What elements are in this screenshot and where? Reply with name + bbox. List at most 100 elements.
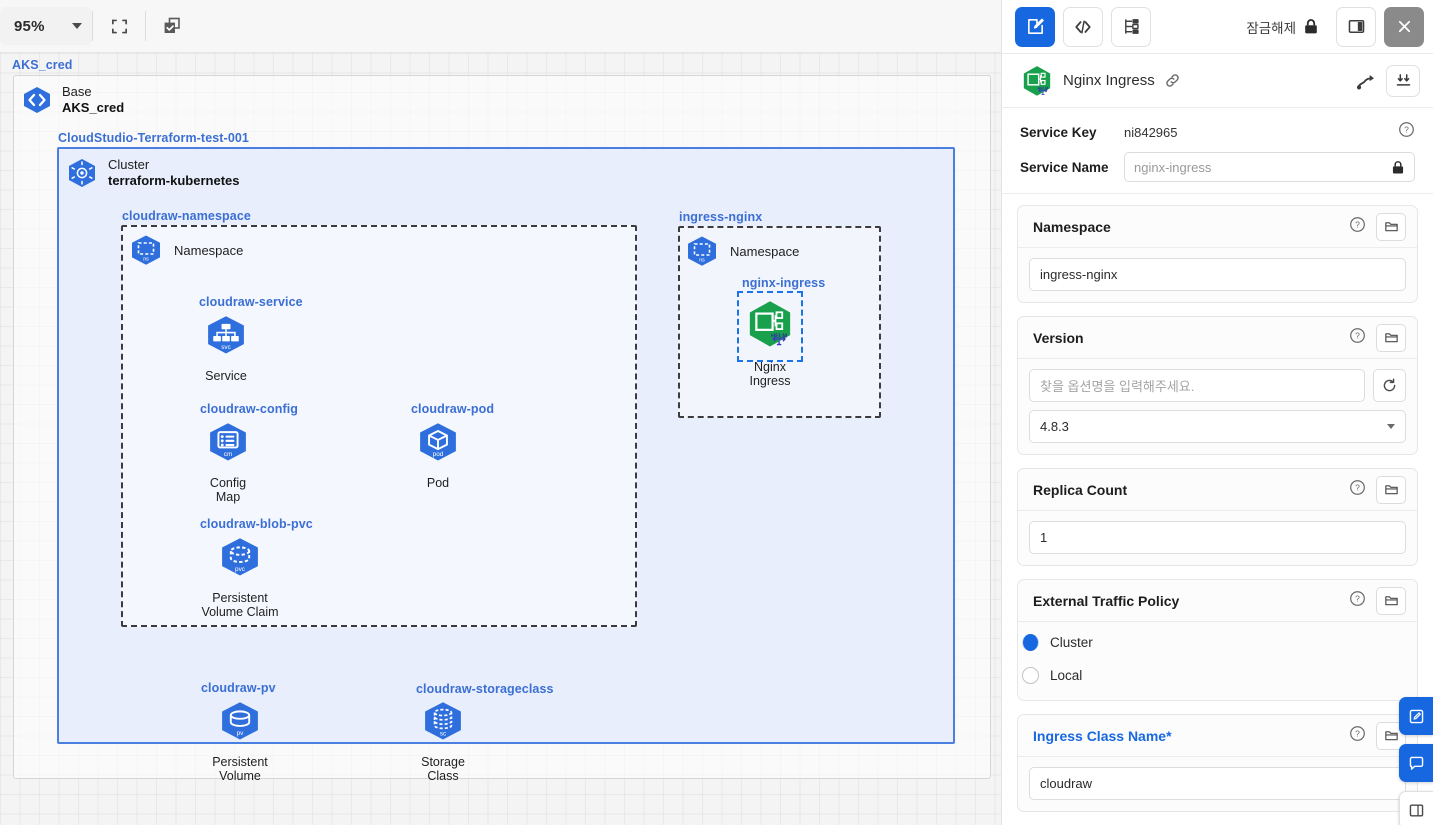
base-node-text: Base AKS_cred	[62, 84, 124, 116]
k8s-configmap-icon: cm	[210, 423, 246, 461]
group-label-cloudraw-pod: cloudraw-pod	[411, 402, 495, 416]
version-search-input[interactable]: 찾을 옵션명을 입력해주세요.	[1029, 369, 1365, 402]
cluster-node[interactable]: Cluster terraform-kubernetes	[66, 157, 240, 189]
svg-text:pvc: pvc	[235, 566, 246, 573]
node-namespace-right[interactable]: ns Namespace	[684, 234, 799, 270]
help-circle-icon[interactable]: ?	[1349, 216, 1366, 238]
close-icon	[1398, 20, 1410, 33]
field-body-version: 찾을 옵션명을 입력해주세요. 4.8.3	[1018, 359, 1417, 454]
field-card-replica-count: Replica Count ? 1	[1017, 468, 1418, 566]
node-storageclass[interactable]: sc Storage Class	[415, 699, 471, 783]
field-card-version: Version ? 찾을 옵션명을 입력해주세요.	[1017, 316, 1418, 455]
version-selected-value: 4.8.3	[1040, 419, 1069, 434]
node-service-icon-wrap: svc	[203, 313, 249, 364]
node-pv-icon-wrap: pv	[217, 699, 263, 750]
k8s-namespace-icon: ns	[688, 236, 716, 266]
radio-local-indicator	[1022, 667, 1039, 684]
radio-cluster-label: Cluster	[1050, 635, 1093, 650]
node-pv[interactable]: pv Persistent Volume	[200, 699, 280, 783]
hierarchy-icon	[1124, 19, 1139, 34]
service-key-help-icon[interactable]: ?	[1398, 121, 1415, 143]
svg-text:ns: ns	[143, 257, 149, 263]
node-pv-label: Persistent Volume	[212, 755, 268, 783]
group-label-cloudraw-config: cloudraw-config	[200, 402, 299, 416]
node-namespace-left[interactable]: ns Namespace	[128, 233, 243, 269]
select-all-button[interactable]	[146, 0, 198, 52]
node-service[interactable]: svc Service	[198, 313, 254, 384]
link-icon[interactable]	[1164, 72, 1181, 89]
k8s-pv-icon: pv	[222, 702, 258, 740]
field-card-external-traffic-policy: External Traffic Policy ? Cluster	[1017, 579, 1418, 701]
folder-open-icon[interactable]	[1376, 586, 1406, 615]
refresh-icon[interactable]	[1373, 369, 1406, 402]
service-name-input[interactable]: nginx-ingress	[1124, 152, 1415, 182]
base-node-type: Base	[62, 84, 92, 99]
field-header-replica-count: Replica Count ?	[1018, 469, 1417, 511]
help-circle-icon[interactable]: ?	[1349, 327, 1366, 349]
group-label-cloudraw-pv: cloudraw-pv	[201, 681, 276, 695]
svg-text:cm: cm	[224, 451, 233, 458]
lock-icon	[1392, 160, 1404, 174]
quick-more-button[interactable]	[1399, 791, 1433, 825]
unlock-button[interactable]: 잠금해제	[1246, 17, 1328, 37]
cloudraw-namespace-box[interactable]	[121, 225, 637, 627]
version-select[interactable]: 4.8.3	[1029, 410, 1406, 443]
close-panel-button[interactable]	[1384, 6, 1424, 47]
radio-option-local[interactable]: Local	[1022, 659, 1406, 692]
canvas-toolbar: 95%	[0, 0, 1001, 53]
field-header-ingress-class-name: Ingress Class Name* ?	[1018, 715, 1417, 757]
edge-quick-buttons	[1399, 697, 1433, 825]
tab-code-view[interactable]	[1063, 6, 1103, 47]
tab-form-editor[interactable]	[1015, 6, 1055, 47]
node-pod-icon-wrap: pod	[415, 420, 461, 471]
field-label-namespace: Namespace	[1033, 218, 1111, 235]
svg-text:?: ?	[1355, 482, 1360, 492]
fields-scroll-area[interactable]: Namespace ? ingress-nginx Version	[1002, 194, 1433, 825]
base-node[interactable]: Base AKS_cred	[22, 84, 124, 116]
node-pod-label: Pod	[426, 476, 450, 490]
folder-open-icon[interactable]	[1376, 212, 1406, 241]
node-nginx-ingress[interactable]: HELM Nginx Ingress	[737, 291, 803, 388]
field-label-version: Version	[1033, 329, 1084, 346]
help-circle-icon[interactable]: ?	[1349, 590, 1366, 612]
download-all-icon	[1396, 74, 1410, 86]
help-circle-icon[interactable]: ?	[1349, 479, 1366, 501]
zoom-level-value: 95%	[14, 17, 45, 35]
unlock-label: 잠금해제	[1246, 20, 1296, 36]
zoom-level-select[interactable]: 95%	[0, 7, 92, 45]
quick-comment-button[interactable]	[1399, 744, 1433, 782]
panel-icon	[1409, 804, 1424, 816]
svg-text:?: ?	[1355, 219, 1360, 229]
connector-path-icon[interactable]	[1355, 70, 1377, 92]
ingress-class-name-input[interactable]: cloudraw	[1029, 767, 1406, 800]
field-body-ingress-class-name: cloudraw	[1018, 757, 1417, 811]
helm-chart-icon: HELM	[1023, 65, 1051, 96]
namespace-input[interactable]: ingress-nginx	[1029, 258, 1406, 291]
service-name-placeholder: nginx-ingress	[1134, 159, 1212, 175]
group-label-base: AKS_cred	[12, 58, 73, 72]
kubernetes-helm-icon	[69, 159, 95, 187]
help-circle-icon[interactable]: ?	[1349, 725, 1366, 747]
node-pod[interactable]: pod Pod	[410, 420, 466, 491]
node-configmap[interactable]: cm Config Map	[200, 420, 256, 504]
field-card-ingress-class-name: Ingress Class Name* ? cloudraw	[1017, 714, 1418, 812]
cluster-node-text: Cluster terraform-kubernetes	[108, 157, 240, 189]
node-nginx-ingress-label: Nginx Ingress	[749, 360, 791, 388]
toggle-layout-button[interactable]	[1336, 6, 1376, 47]
panel-title-text: Nginx Ingress	[1063, 72, 1155, 89]
chevron-down-icon	[1387, 424, 1395, 429]
tab-tree-view[interactable]	[1111, 6, 1151, 47]
node-pvc[interactable]: pvc Persistent Volume Claim	[200, 535, 280, 619]
node-configmap-label: Config Map	[209, 476, 247, 504]
download-all-button[interactable]	[1386, 64, 1420, 97]
folder-open-icon[interactable]	[1376, 323, 1406, 352]
radio-option-cluster[interactable]: Cluster	[1022, 626, 1406, 659]
folder-open-icon[interactable]	[1376, 475, 1406, 504]
diagram-canvas[interactable]: AKS_cred Base AKS_cred CloudStudio-Terra…	[0, 53, 1001, 825]
fit-to-screen-button[interactable]	[93, 0, 145, 52]
svg-text:pv: pv	[237, 730, 245, 737]
replica-count-input[interactable]: 1	[1029, 521, 1406, 554]
quick-edit-button[interactable]	[1399, 697, 1433, 735]
field-label-ingress-class-name: Ingress Class Name*	[1033, 727, 1172, 744]
node-nginx-ingress-icon-wrap: HELM	[737, 291, 803, 362]
